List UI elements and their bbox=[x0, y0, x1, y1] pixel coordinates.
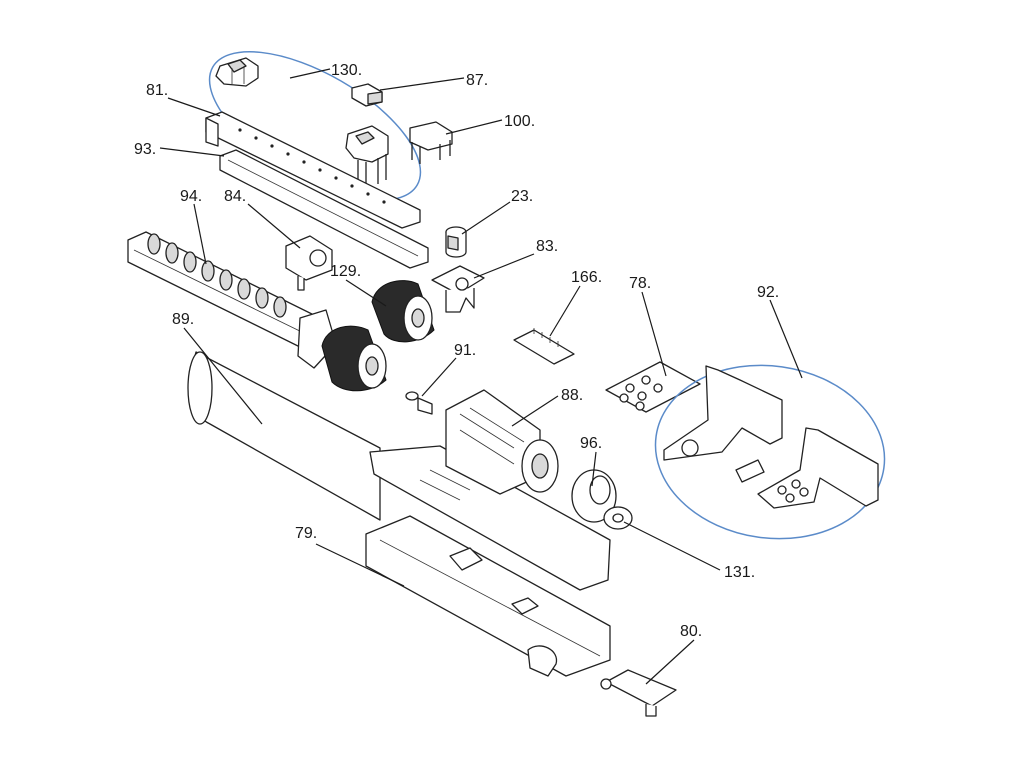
leader-96 bbox=[591, 451, 597, 487]
part-91 bbox=[405, 391, 433, 415]
part-129-roller-top bbox=[371, 280, 435, 343]
part-79-base bbox=[365, 515, 611, 677]
part-78-plate bbox=[605, 361, 701, 413]
part-labels: 130. 87. 81. 100. 93. 94. 84. 23. 83. 12… bbox=[134, 62, 779, 640]
label-84: 84. bbox=[224, 188, 246, 205]
label-96: 96. bbox=[580, 435, 602, 452]
leader-79 bbox=[315, 543, 405, 587]
leader-lines bbox=[159, 68, 803, 685]
leader-84 bbox=[247, 203, 301, 249]
part-92-bracket-left bbox=[663, 365, 783, 461]
leader-23 bbox=[461, 201, 511, 235]
part-88-motor bbox=[445, 389, 559, 495]
leader-87 bbox=[379, 77, 465, 91]
label-80: 80. bbox=[680, 623, 702, 640]
part-130-clip-bottom bbox=[345, 125, 389, 188]
leader-130 bbox=[289, 68, 331, 79]
leader-129 bbox=[345, 279, 387, 307]
label-78: 78. bbox=[629, 275, 651, 292]
label-131: 131. bbox=[724, 564, 755, 581]
label-100: 100. bbox=[504, 113, 535, 130]
part-89-cover bbox=[187, 351, 611, 591]
part-23 bbox=[445, 226, 467, 258]
leader-94 bbox=[193, 203, 207, 265]
label-166: 166. bbox=[571, 269, 602, 286]
group-ring-92 bbox=[654, 364, 886, 540]
part-92-bracket-right bbox=[735, 427, 879, 509]
screw-rollers bbox=[147, 233, 287, 318]
part-93-strip bbox=[219, 149, 429, 269]
leader-89 bbox=[183, 327, 263, 425]
label-92: 92. bbox=[757, 284, 779, 301]
part-81-rail bbox=[205, 111, 421, 229]
part-166-board bbox=[513, 328, 575, 365]
part-94-screw-rail bbox=[127, 231, 337, 369]
label-79: 79. bbox=[295, 525, 317, 542]
label-91: 91. bbox=[454, 342, 476, 359]
leader-166 bbox=[549, 285, 581, 337]
leader-80 bbox=[645, 639, 695, 685]
leader-93 bbox=[159, 147, 225, 157]
part-84 bbox=[285, 235, 333, 291]
leader-91 bbox=[421, 357, 457, 397]
leader-83 bbox=[473, 253, 535, 279]
leader-78 bbox=[641, 291, 667, 377]
leader-81 bbox=[167, 97, 221, 117]
part-100 bbox=[409, 121, 453, 164]
rail-holes bbox=[238, 128, 386, 204]
label-93: 93. bbox=[134, 141, 156, 158]
part-80 bbox=[600, 669, 677, 717]
label-23: 23. bbox=[511, 188, 533, 205]
leader-131 bbox=[623, 521, 721, 571]
part-130-clip-top bbox=[215, 57, 259, 87]
label-130: 130. bbox=[331, 62, 362, 79]
part-131-washer bbox=[603, 506, 633, 530]
label-81: 81. bbox=[146, 82, 168, 99]
label-83: 83. bbox=[536, 238, 558, 255]
leader-88 bbox=[511, 395, 559, 427]
part-83 bbox=[431, 265, 485, 313]
leader-100 bbox=[445, 119, 503, 135]
leader-92 bbox=[769, 299, 803, 379]
label-94: 94. bbox=[180, 188, 202, 205]
part-96-disk bbox=[571, 469, 617, 523]
part-87 bbox=[351, 83, 383, 107]
label-89: 89. bbox=[172, 311, 194, 328]
label-87: 87. bbox=[466, 72, 488, 89]
part-129-roller-bottom bbox=[321, 325, 387, 392]
label-88: 88. bbox=[561, 387, 583, 404]
label-129: 129. bbox=[330, 263, 361, 280]
